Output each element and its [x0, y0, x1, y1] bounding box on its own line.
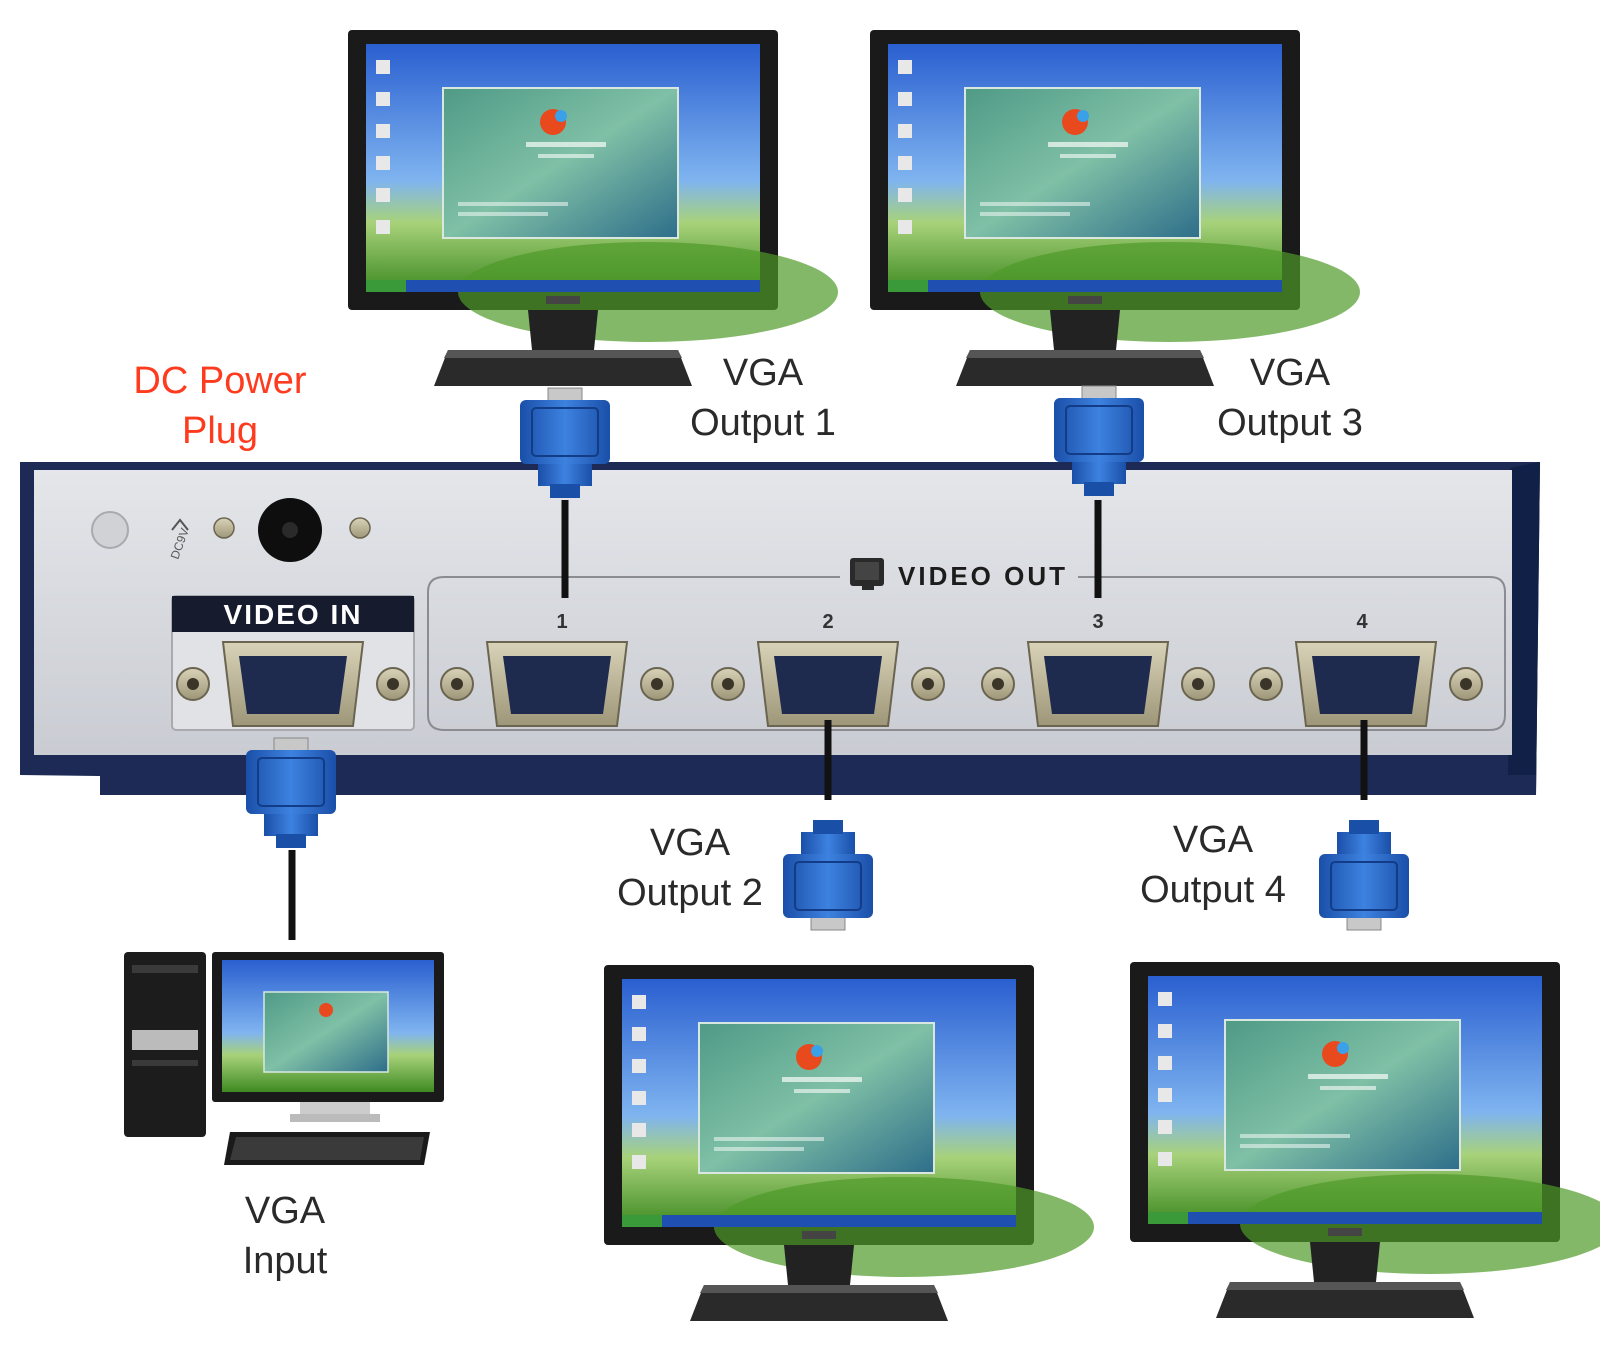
vga-input-line2: Input: [242, 1240, 328, 1282]
monitor-output-2: [603, 964, 1095, 1322]
video-out-section: VIDEO OUT 1 2 3 4: [427, 558, 1506, 731]
vga-output-2-line2: Output 2: [617, 872, 763, 914]
vga-input-label: VGA Input: [200, 1186, 370, 1286]
port-number-1: 1: [556, 611, 567, 633]
plug-input: [245, 737, 337, 849]
vga-output-4-line2: Output 4: [1140, 869, 1286, 911]
port-number-3: 3: [1092, 611, 1103, 633]
dc-power-line1: DC Power: [133, 360, 307, 402]
input-computer: [124, 952, 444, 1165]
plug-output-4: [1318, 819, 1410, 931]
monitor-output-1: [347, 29, 839, 387]
vga-output-2-label: VGA Output 2: [595, 818, 785, 918]
plug-output-2: [782, 819, 874, 931]
vga-output-4-line1: VGA: [1172, 819, 1254, 861]
cables: [288, 500, 1368, 940]
vga-input-line1: VGA: [244, 1190, 326, 1232]
video-in-section: VIDEO IN: [171, 595, 415, 731]
vga-output-1-line2: Output 1: [690, 402, 836, 444]
video-in-label: VIDEO IN: [224, 599, 363, 630]
dc-power-plug-label: DC Power Plug: [110, 356, 330, 456]
vga-output-2-line1: VGA: [649, 822, 731, 864]
vga-output-3-label: VGA Output 3: [1195, 348, 1385, 448]
monitor-output-3: [869, 29, 1361, 387]
splitter-rear-panel: DC9V VIDEO IN VIDEO OUT 1 2 3 4: [20, 462, 1540, 795]
vga-output-1-line1: VGA: [722, 352, 804, 394]
dc-power-line2: Plug: [181, 410, 259, 452]
vga-output-4-label: VGA Output 4: [1118, 815, 1308, 915]
vga-output-3-line1: VGA: [1249, 352, 1331, 394]
video-out-label: VIDEO OUT: [898, 561, 1068, 591]
port-number-4: 4: [1356, 611, 1368, 633]
port-number-2: 2: [822, 611, 833, 633]
monitor-output-4: [1129, 961, 1600, 1319]
vga-output-3-line2: Output 3: [1217, 402, 1363, 444]
vga-output-1-label: VGA Output 1: [668, 348, 858, 448]
dc-power-jack[interactable]: [213, 498, 371, 562]
